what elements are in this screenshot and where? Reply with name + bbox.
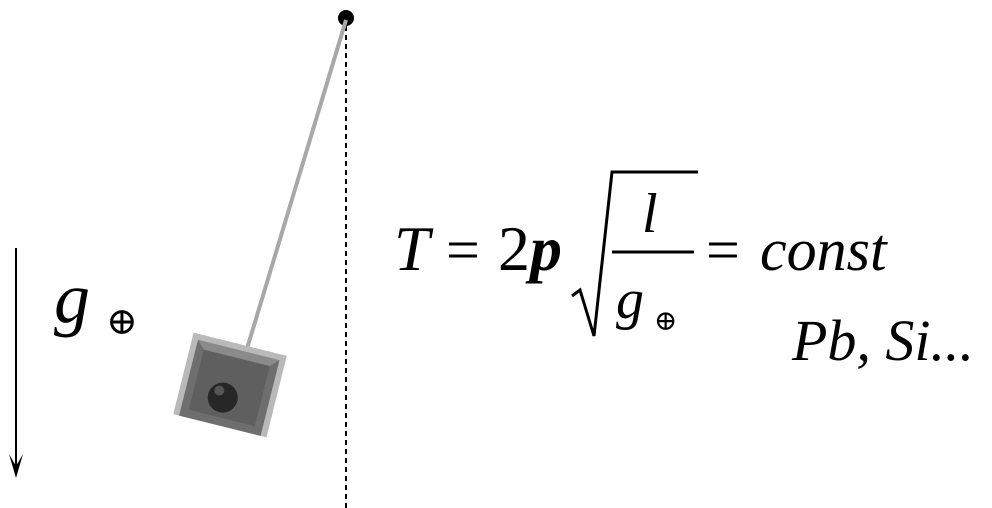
formula-numerator: l	[642, 183, 658, 245]
formula-denominator-subscript: ⊕	[654, 306, 677, 337]
formula-equals-2: =	[706, 217, 740, 283]
pendulum-string	[244, 19, 348, 353]
formula-lhs: T	[394, 213, 434, 284]
formula-rhs: const	[760, 217, 888, 283]
pendulum-bob	[173, 332, 287, 438]
square-root-sign	[571, 170, 698, 337]
materials-label: Pb, Si...	[791, 308, 974, 373]
formula-denominator-symbol: g	[616, 269, 644, 331]
gravity-arrow-head	[9, 454, 23, 478]
formula-coefficient: 2	[498, 213, 530, 284]
formula-equals: =	[446, 217, 480, 283]
pivot-point	[338, 10, 354, 26]
gravity-subscript: ⊕	[106, 301, 138, 343]
formula-constant-symbol: p	[525, 213, 562, 284]
gravity-symbol: g	[54, 258, 90, 338]
